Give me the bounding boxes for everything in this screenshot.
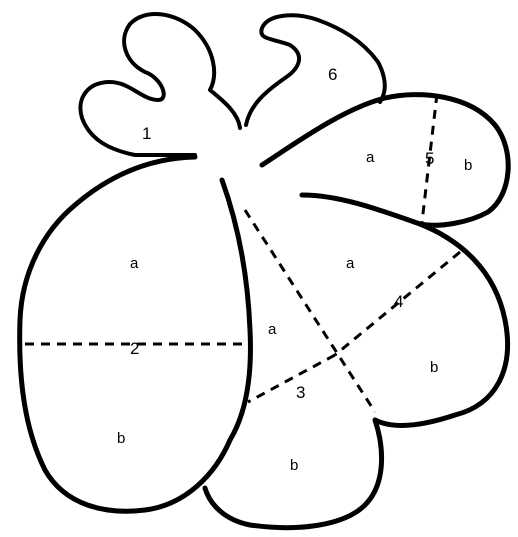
lobe-4-outline [302,195,508,425]
cut-line-3 [248,355,335,402]
segment-1-number: 1 [142,124,151,143]
lobe-6-outline [246,15,385,125]
segment-2-number: 2 [130,339,139,358]
subsegment-right-a: a [346,255,355,272]
subsegment-upper-b: b [464,157,472,174]
segment-5-number: 5 [425,149,434,168]
subsegment-left-a: a [130,255,139,272]
segment-6-number: 6 [328,65,337,84]
subsegment-right-b: b [430,359,438,376]
subsegment-left-b: b [117,430,125,447]
subsegment-middle-a: a [268,321,277,338]
segment-4-number: 4 [394,292,403,311]
subsegment-lower-b: b [290,457,298,474]
segment-3-number: 3 [296,383,305,402]
subsegment-upper-a: a [366,149,375,166]
lobe-2-outline [20,157,251,511]
cut-line-diagonal [245,210,375,412]
lobe-1-outline [80,14,240,155]
